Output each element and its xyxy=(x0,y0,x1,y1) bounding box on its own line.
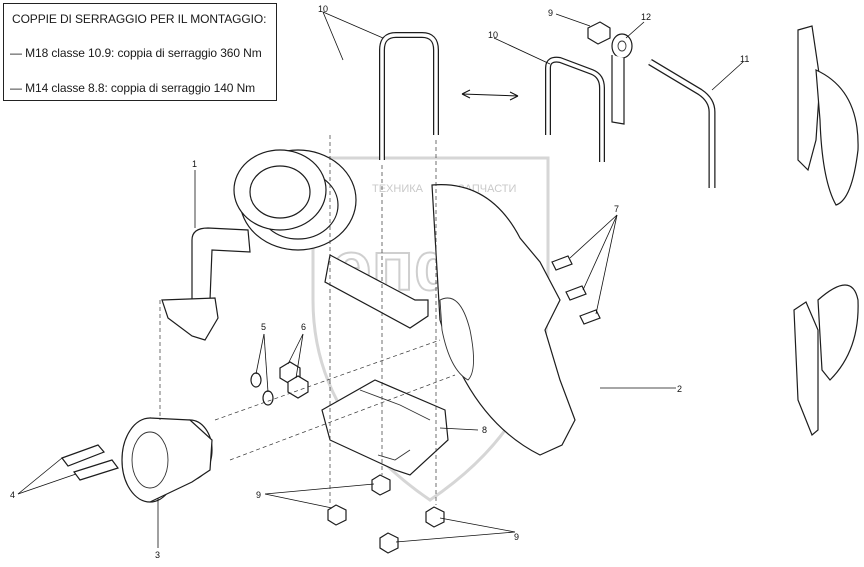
hub-bolts xyxy=(61,444,119,481)
callout-labels: 1 2 3 4 5 6 7 8 9 9 9 10 10 11 12 xyxy=(10,4,749,560)
bottom-nuts xyxy=(327,474,445,554)
callout-6: 6 xyxy=(301,322,306,332)
torque-note-m14: — M14 classe 8.8: coppia di serraggio 14… xyxy=(10,81,256,95)
hub-nuts xyxy=(279,361,309,399)
callout-9-left: 9 xyxy=(256,490,261,500)
bent-bolt xyxy=(648,58,716,188)
leader-lines xyxy=(17,11,744,548)
torque-notes-title: COPPIE DI SERRAGGIO PER IL MONTAGGIO: xyxy=(12,12,267,26)
double-arrow-icon xyxy=(461,89,519,101)
u-bolt-left-2 xyxy=(379,32,439,160)
spring-tine xyxy=(161,149,429,341)
torque-notes-box: COPPIE DI SERRAGGIO PER IL MONTAGGIO: — … xyxy=(3,3,277,101)
top-nut xyxy=(587,21,611,45)
callout-9-top: 9 xyxy=(548,8,553,18)
watermark-text-left: ТЕХНИКА xyxy=(372,183,424,195)
side-view-top xyxy=(797,25,859,206)
bracket xyxy=(321,379,449,476)
assembly-lines xyxy=(159,135,456,505)
callout-12: 12 xyxy=(641,12,651,22)
disc-bolts xyxy=(551,255,601,325)
callout-7: 7 xyxy=(614,204,619,214)
callout-1: 1 xyxy=(192,159,197,169)
u-bolt-left-1 xyxy=(328,56,394,130)
torque-note-m18: — M18 classe 10.9: coppia di serraggio 3… xyxy=(10,46,262,60)
callout-4: 4 xyxy=(10,490,15,500)
callout-9-bottom: 9 xyxy=(514,532,519,542)
callout-10-right: 10 xyxy=(488,30,498,40)
side-view-bottom xyxy=(793,284,859,436)
callout-5: 5 xyxy=(261,322,266,332)
disc-blade xyxy=(431,184,576,456)
callout-10-left: 10 xyxy=(318,4,328,14)
callout-8: 8 xyxy=(482,425,487,435)
bushing xyxy=(611,33,633,125)
callout-11: 11 xyxy=(740,54,749,64)
callout-3: 3 xyxy=(155,550,160,560)
hub xyxy=(121,417,213,503)
callout-2: 2 xyxy=(677,384,682,394)
u-bolt-right xyxy=(545,56,605,162)
